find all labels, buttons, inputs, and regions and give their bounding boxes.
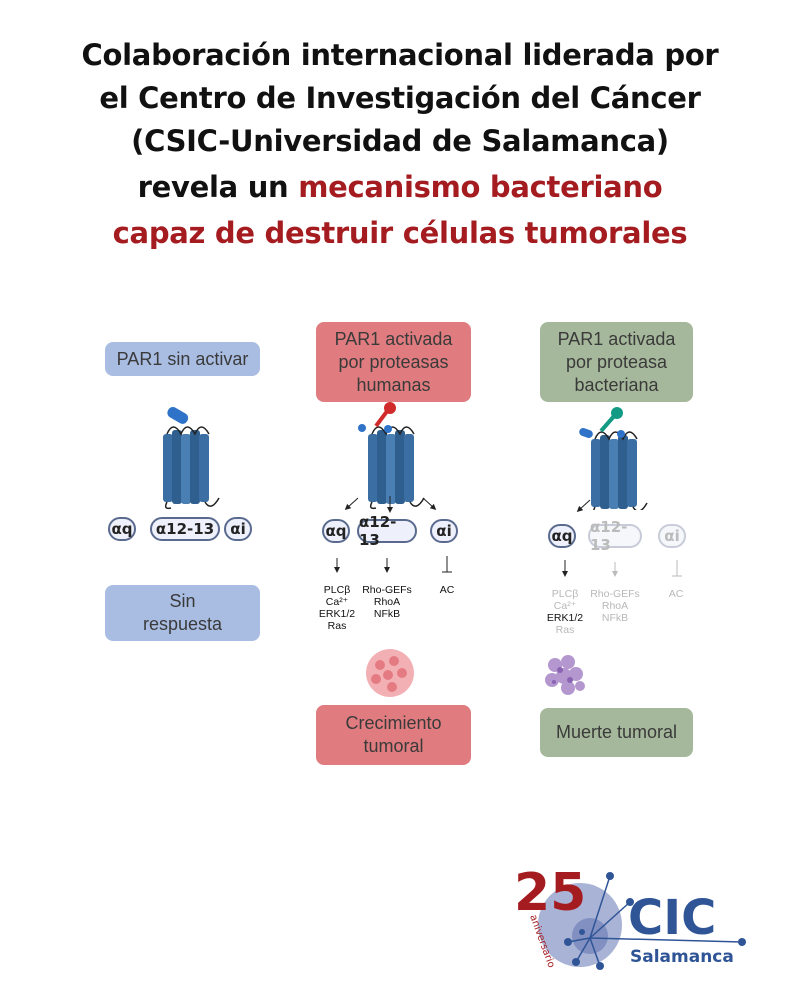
cic-25-logo: 25 aniversario CIC Salamanca: [514, 863, 746, 970]
pill-alpha-q: αq: [108, 517, 136, 541]
logo-name: CIC: [628, 890, 716, 946]
title-line-3: (CSIC-Universidad de Salamanca): [131, 124, 669, 158]
receptors-illustration: [162, 402, 648, 510]
effect-plc: PLCβ Ca²⁺ ERK1/2 Ras: [535, 588, 595, 636]
title-line-2: el Centro de Investigación del Cáncer: [99, 81, 701, 115]
title-highlight: mecanismo bacteriano: [298, 170, 663, 204]
effect-ac: AC: [439, 584, 455, 596]
pill-alpha-12-13: α12-13: [150, 517, 220, 541]
effect-plc-ca: PLCβ Ca²⁺: [551, 588, 579, 612]
header-human-proteases: PAR1 activada por proteasas humanas: [316, 322, 471, 402]
effect-rho: Rho-GEFs RhoA NFkB: [590, 588, 640, 624]
pill-alpha-q: αq: [322, 519, 350, 543]
logo-number: 25: [514, 863, 586, 923]
pill-alpha-i: αi: [430, 519, 458, 543]
signaling-arrows: [334, 496, 682, 577]
result-no-response: Sin respuesta: [105, 585, 260, 641]
tumor-cell-growth-icon: [366, 649, 414, 697]
effect-rho: Rho-GEFs RhoA NFkB: [362, 584, 412, 620]
result-tumor-growth: Crecimiento tumoral: [316, 705, 471, 765]
effect-ac: AC: [668, 588, 684, 600]
effect-ras: Ras: [555, 624, 575, 636]
effect-plc: PLCβ Ca²⁺ ERK1/2 Ras: [318, 584, 356, 632]
effect-erk: ERK1/2: [546, 612, 584, 624]
receptor-bacterial-activated: [579, 407, 648, 510]
title-line-4: revela un mecanismo bacteriano: [0, 170, 800, 204]
title-line-5: capaz de destruir células tumorales: [112, 216, 688, 250]
pill-alpha-12-13: α12-13: [357, 513, 417, 549]
pill-alpha-i: αi: [658, 524, 686, 548]
result-tumor-death: Muerte tumoral: [540, 708, 693, 757]
header-bacterial-protease: PAR1 activada por proteasa bacteriana: [540, 322, 693, 402]
receptor-inactive: [162, 407, 220, 510]
pill-alpha-12-13: α12-13: [588, 518, 642, 554]
title-prefix: revela un: [137, 170, 299, 204]
header-inactive: PAR1 sin activar: [105, 342, 260, 376]
tumor-cell-death-icon: [545, 655, 585, 695]
title-line-1: Colaboración internacional liderada por: [81, 38, 719, 72]
pill-alpha-q: αq: [548, 524, 576, 548]
receptor-human-activated: [358, 402, 425, 510]
logo-city: Salamanca: [630, 947, 734, 967]
pill-alpha-i: αi: [224, 517, 252, 541]
